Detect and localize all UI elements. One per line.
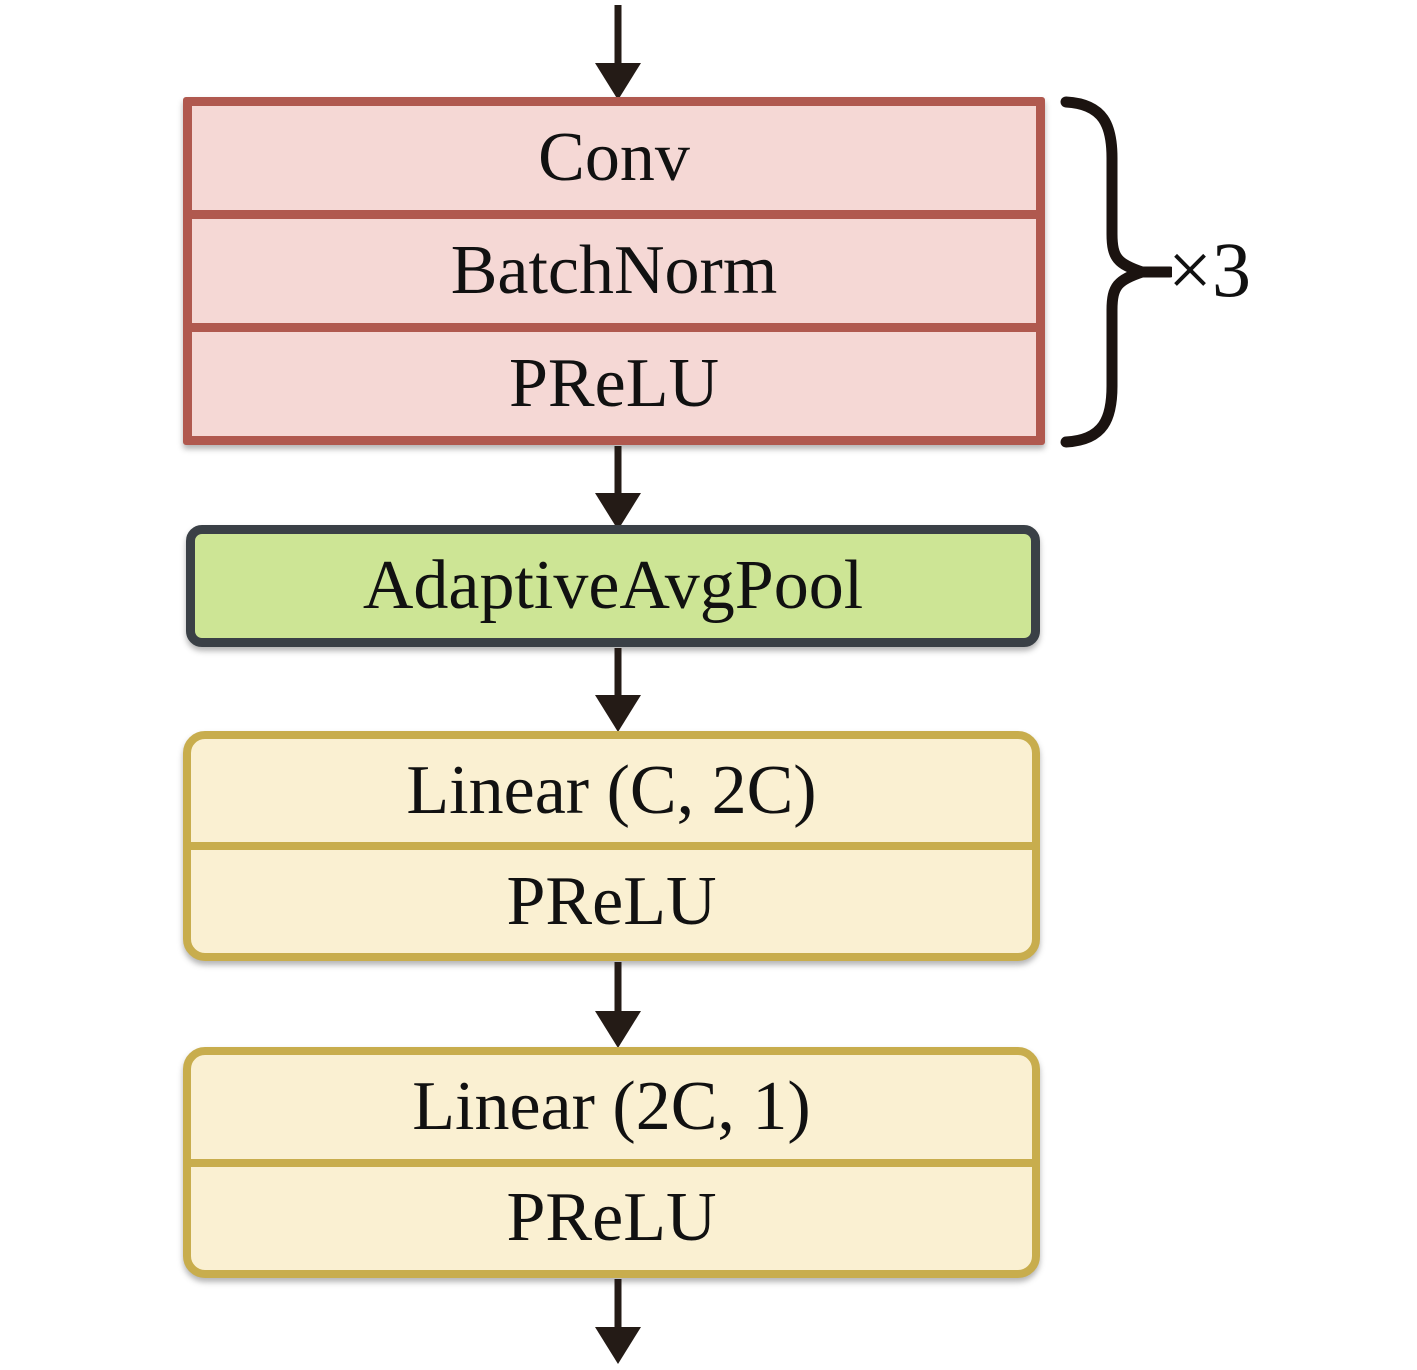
arrow-head-icon: [595, 1327, 641, 1364]
arrow-head-icon: [595, 1011, 641, 1048]
arrow-head-icon: [595, 63, 641, 100]
linear1-prelu-label: PReLU: [191, 842, 1032, 953]
linear-block-1: Linear (C, 2C) PReLU: [183, 731, 1040, 961]
arrow-stem: [614, 446, 622, 496]
arrow-stem: [614, 5, 622, 66]
flow-arrow-input: [595, 5, 641, 100]
prelu-layer-label: PReLU: [192, 323, 1036, 436]
arrow-head-icon: [595, 695, 641, 732]
pool-block: AdaptiveAvgPool: [186, 525, 1040, 647]
conv-layer-label: Conv: [538, 119, 690, 196]
conv-block: Conv BatchNorm PReLU: [183, 97, 1045, 445]
flow-arrow-pool-to-linear1: [595, 648, 641, 732]
flow-arrow-output: [595, 1279, 641, 1364]
linear2-layer-label: Linear (2C, 1): [412, 1067, 811, 1145]
flow-arrow-conv-to-pool: [595, 446, 641, 530]
arrow-stem: [614, 962, 622, 1014]
repeat-brace-icon: [1060, 96, 1172, 448]
repeat-count-label: ×3: [1168, 226, 1251, 313]
arrow-head-icon: [595, 493, 641, 530]
arrow-stem: [614, 648, 622, 698]
linear1-layer-label: Linear (C, 2C): [406, 751, 817, 829]
arrow-stem: [614, 1279, 622, 1330]
linear2-prelu-label: PReLU: [191, 1158, 1032, 1271]
pool-layer-label: AdaptiveAvgPool: [362, 547, 864, 624]
batchnorm-layer-label: BatchNorm: [192, 210, 1036, 323]
linear-block-2: Linear (2C, 1) PReLU: [183, 1047, 1040, 1278]
flow-arrow-linear1-to-linear2: [595, 962, 641, 1048]
